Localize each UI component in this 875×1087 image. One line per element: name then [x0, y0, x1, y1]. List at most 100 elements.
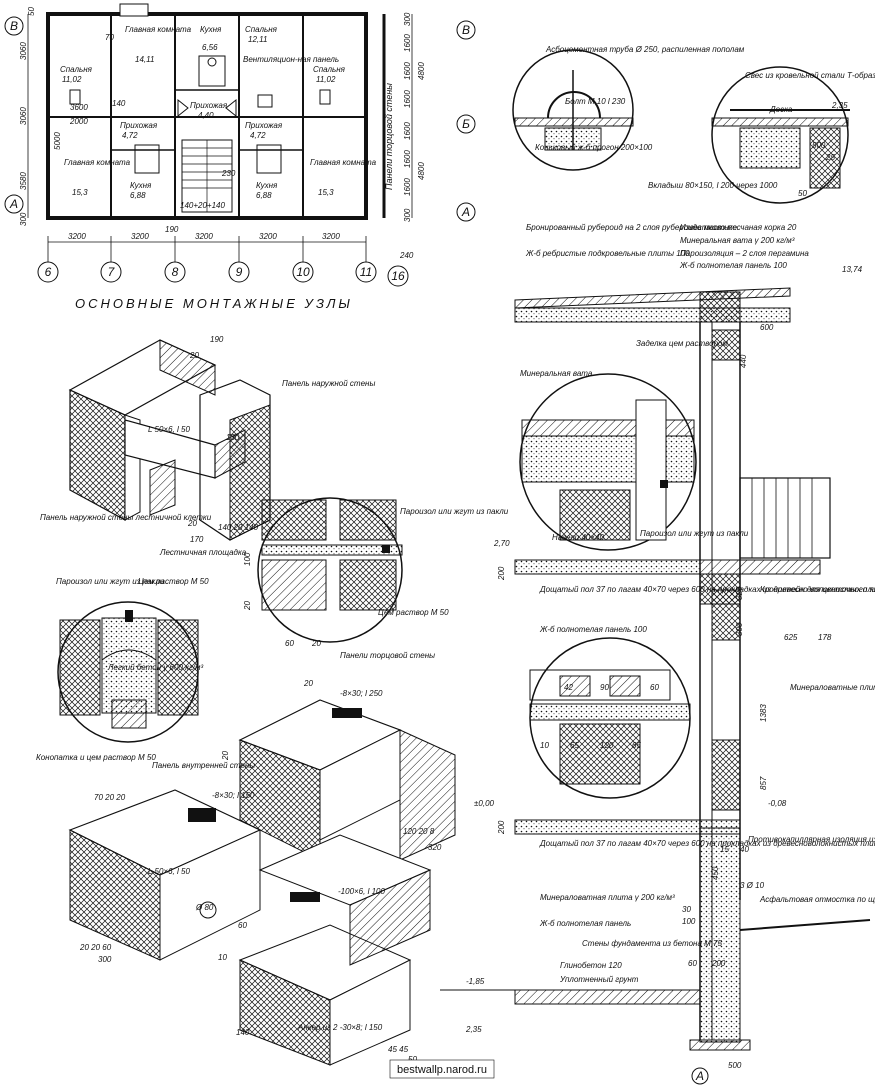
- dim-cornice-20: 25: [825, 153, 835, 162]
- axis-col-16: 16: [391, 269, 405, 283]
- axis-col-11: 11: [360, 265, 372, 279]
- dim-60-b: 60: [688, 959, 697, 968]
- plan-dim-right-3: 1600: [403, 62, 412, 80]
- label-angle-2: L 50×6, l 50: [148, 867, 190, 876]
- label-bracket: Кронштейн для цветочного ящика: [760, 585, 875, 594]
- dim-300: 300: [98, 955, 112, 964]
- dim-500: 500: [728, 1061, 742, 1070]
- label-cement-1: Цем раствор М 50: [378, 608, 449, 617]
- label-mineral-wool: Минеральная вата γ 200 кг/м³: [680, 236, 795, 245]
- room-main-3-area: 15,3: [318, 188, 334, 197]
- end-wall-panels-label: Панели торцовой стены: [384, 83, 394, 190]
- plan-dim-140-20-140: 140+20+140: [180, 201, 225, 210]
- label-end-panel: Панели торцовой стены: [340, 651, 435, 660]
- room-bedroom-2: Спальня: [245, 25, 278, 34]
- plan-dim-left-2: 3060: [19, 107, 28, 125]
- plan-dim-bottom-3: 3200: [195, 232, 213, 241]
- room-vent-panel: Вентиляцион-ная панель: [243, 55, 339, 64]
- axis-col-9: 9: [236, 265, 243, 279]
- room-bedroom-1-area: 11,02: [62, 75, 82, 84]
- dim-iso-20-a: 20: [189, 351, 199, 360]
- label-outer-panel: Панель наружной стены: [282, 379, 375, 388]
- watermark-box: [389, 1059, 495, 1079]
- label-roofing: Бронированный рубероид на 2 слоя руберои…: [526, 223, 738, 232]
- mark-minus-1-85: -1,85: [466, 977, 485, 986]
- room-bedroom-3: Спальня: [313, 65, 346, 74]
- dim-20-b: 20: [221, 751, 230, 761]
- label-angle-1: L 50×6, l 50: [148, 425, 190, 434]
- label-vapor-3: Пароизол или жгут из пакли: [640, 529, 749, 538]
- detail-circle-ridge: [512, 49, 634, 171]
- label-blind-area: Асфальтовая отмостка по щебеночному осно…: [759, 895, 875, 904]
- dim-440: 440: [739, 354, 748, 368]
- plan-dim-5000: 5000: [53, 132, 62, 150]
- dim-600-top: 600: [760, 323, 774, 332]
- label-insert: Вкладыш 80×150, l 200 через 1000: [648, 181, 778, 190]
- label-mineral-plate: Минераловатная плита γ 200 кг/м³: [540, 893, 675, 902]
- label-cement-2: Цем раствор М 50: [138, 577, 209, 586]
- dim-70-20-20: 70 20 20: [94, 793, 126, 802]
- wall-node-isometric: [68, 699, 456, 1066]
- label-caulk: Конопатка и цем раствор М 50: [36, 753, 156, 762]
- dim-120-20-8: 120 20 8: [403, 827, 435, 836]
- label-floor-panel: Ж-б полнотелая панель 100: [679, 261, 787, 270]
- detail-circle-window: [529, 637, 691, 799]
- label-anchor: Анкер из 2 -30×8; l 150: [297, 1023, 383, 1032]
- label-stair-outer-panel: Панель наружной стены лестничной клетки: [40, 513, 212, 522]
- label-inner-panel: Панель внутренней стены: [152, 761, 255, 770]
- dim-win-90: 90: [600, 683, 609, 692]
- dim-win-10: 10: [540, 741, 549, 750]
- room-bedroom-1: Спальня: [60, 65, 93, 74]
- axis-col-10: 10: [296, 265, 310, 279]
- label-strip-1: -8×30; l 150: [212, 791, 255, 800]
- dim-joint-60: 60: [285, 639, 294, 648]
- label-floor-panel-2: Ж-б полнотелая панель 100: [539, 625, 647, 634]
- dim-1383: 1383: [759, 704, 768, 722]
- dim-iso-190: 190: [210, 335, 224, 344]
- plan-dim-left-4: 300: [19, 212, 28, 226]
- axis-label-a-bottom: А: [695, 1069, 704, 1083]
- page-title: ОСНОВНЫЕ МОНТАЖНЫЕ УЗЛЫ: [75, 296, 353, 311]
- room-kitchen-3-area: 6,88: [256, 191, 272, 200]
- mark-0-00: ±0,00: [474, 799, 495, 808]
- plan-dim-140: 140: [112, 99, 126, 108]
- plan-dim-bottom-4: 3200: [259, 232, 277, 241]
- plan-dim-right-7: 1600: [403, 150, 412, 168]
- dim-iso-20-b: 20: [187, 519, 197, 528]
- room-kitchen-2-area: 6,88: [130, 191, 146, 200]
- stair-node-isometric: [68, 339, 271, 541]
- room-main-1-area: 14,11: [135, 55, 154, 64]
- floor-plan: Спальня 11,02 Главная комната 14,11 Кухн…: [4, 3, 476, 287]
- label-mineral-plates: Минераловатные плиты γ 350 кг/м³: [790, 683, 875, 692]
- detail-circle-cornice: [711, 66, 850, 204]
- axis-col-8: 8: [172, 265, 179, 279]
- axis-marker-a-bottom: [691, 1067, 709, 1085]
- label-strip-2: -8×30; l 250: [340, 689, 383, 698]
- axis-row-a-left: А: [9, 197, 18, 211]
- watermark: bestwallp.narod.ru: [397, 1064, 487, 1076]
- dim-20-a: 20: [303, 679, 313, 688]
- axis-col-7: 7: [108, 265, 116, 279]
- room-hall-2: Прихожая: [120, 121, 158, 130]
- room-hall-3-area: 4,72: [250, 131, 266, 140]
- room-bedroom-2-area: 12,11: [248, 35, 267, 44]
- plan-dim-bottom-1: 3200: [68, 232, 86, 241]
- plan-dim-bottom-5: 3200: [322, 232, 340, 241]
- label-mineral-wool-2: Минеральная вата: [520, 369, 593, 378]
- label-soil: Уплотненный грунт: [559, 975, 639, 984]
- dim-iso-130: 130: [226, 433, 240, 442]
- plan-dim-right-8: 1600: [403, 178, 412, 196]
- plan-dim-left-3: 3580: [19, 172, 28, 190]
- detail-circle-joint: [257, 497, 403, 643]
- dim-win-120: 120: [600, 741, 614, 750]
- label-clay-concrete: Глинобетон 120: [560, 961, 622, 970]
- axis-col-6: 6: [45, 265, 52, 279]
- dim-cornice-30: 50: [798, 189, 807, 198]
- dim-iso-140-20-140: 140 20 140: [218, 523, 259, 532]
- label-ridge-purlin: Коньковый ж-б прогон 200×100: [535, 143, 653, 152]
- plan-dim-right-6: 1600: [403, 122, 412, 140]
- dim-win-65a: 65: [570, 741, 579, 750]
- detail-circle-concrete: [57, 601, 199, 743]
- axis-row-b-right: Б: [462, 117, 470, 131]
